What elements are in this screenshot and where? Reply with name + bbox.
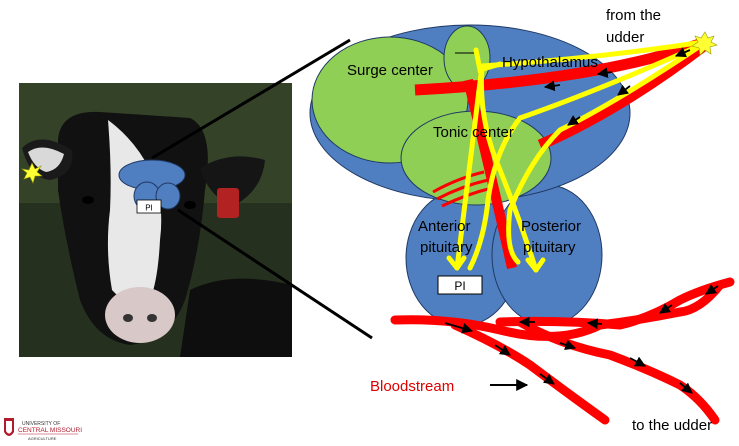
pi-box: PI — [437, 275, 483, 295]
cow-photo — [19, 83, 292, 357]
to-udder-label: to the udder — [632, 417, 712, 434]
zoom-line-bottom — [177, 208, 373, 340]
svg-text:CENTRAL MISSOURI: CENTRAL MISSOURI — [18, 427, 82, 434]
bloodstream-label: Bloodstream — [370, 378, 454, 395]
pi-box-small: PI — [136, 199, 162, 214]
surge-center-label: Surge center — [347, 62, 433, 79]
zoom-line-top — [151, 38, 351, 160]
posterior-pituitary-label-line1: Posterior — [521, 218, 581, 235]
svg-text:PI: PI — [454, 279, 465, 293]
anterior-pituitary-label-line2: pituitary — [420, 239, 473, 256]
tonic-center-label: Tonic center — [433, 124, 514, 141]
nerve-fibers — [446, 39, 706, 273]
from-udder-label-line1: from the — [606, 7, 661, 24]
anterior-pituitary-label-line1: Anterior — [418, 218, 471, 235]
posterior-pituitary-label-line2: pituitary — [523, 239, 576, 256]
flow-arrows-brain — [543, 47, 691, 126]
svg-text:UNIVERSITY OF: UNIVERSITY OF — [22, 421, 60, 427]
svg-text:PI: PI — [145, 204, 153, 213]
stimulus-star-icon — [691, 31, 718, 56]
from-udder-label-line2: udder — [606, 29, 644, 46]
flow-arrows-bloodstream — [444, 284, 719, 394]
university-logo: UNIVERSITY OF CENTRAL MISSOURI AGRICULTU… — [4, 418, 82, 441]
hypothalamus-label: Hypothalamus — [502, 54, 598, 71]
stimulus-star-icon — [20, 162, 43, 184]
svg-text:AGRICULTURE: AGRICULTURE — [28, 436, 57, 441]
